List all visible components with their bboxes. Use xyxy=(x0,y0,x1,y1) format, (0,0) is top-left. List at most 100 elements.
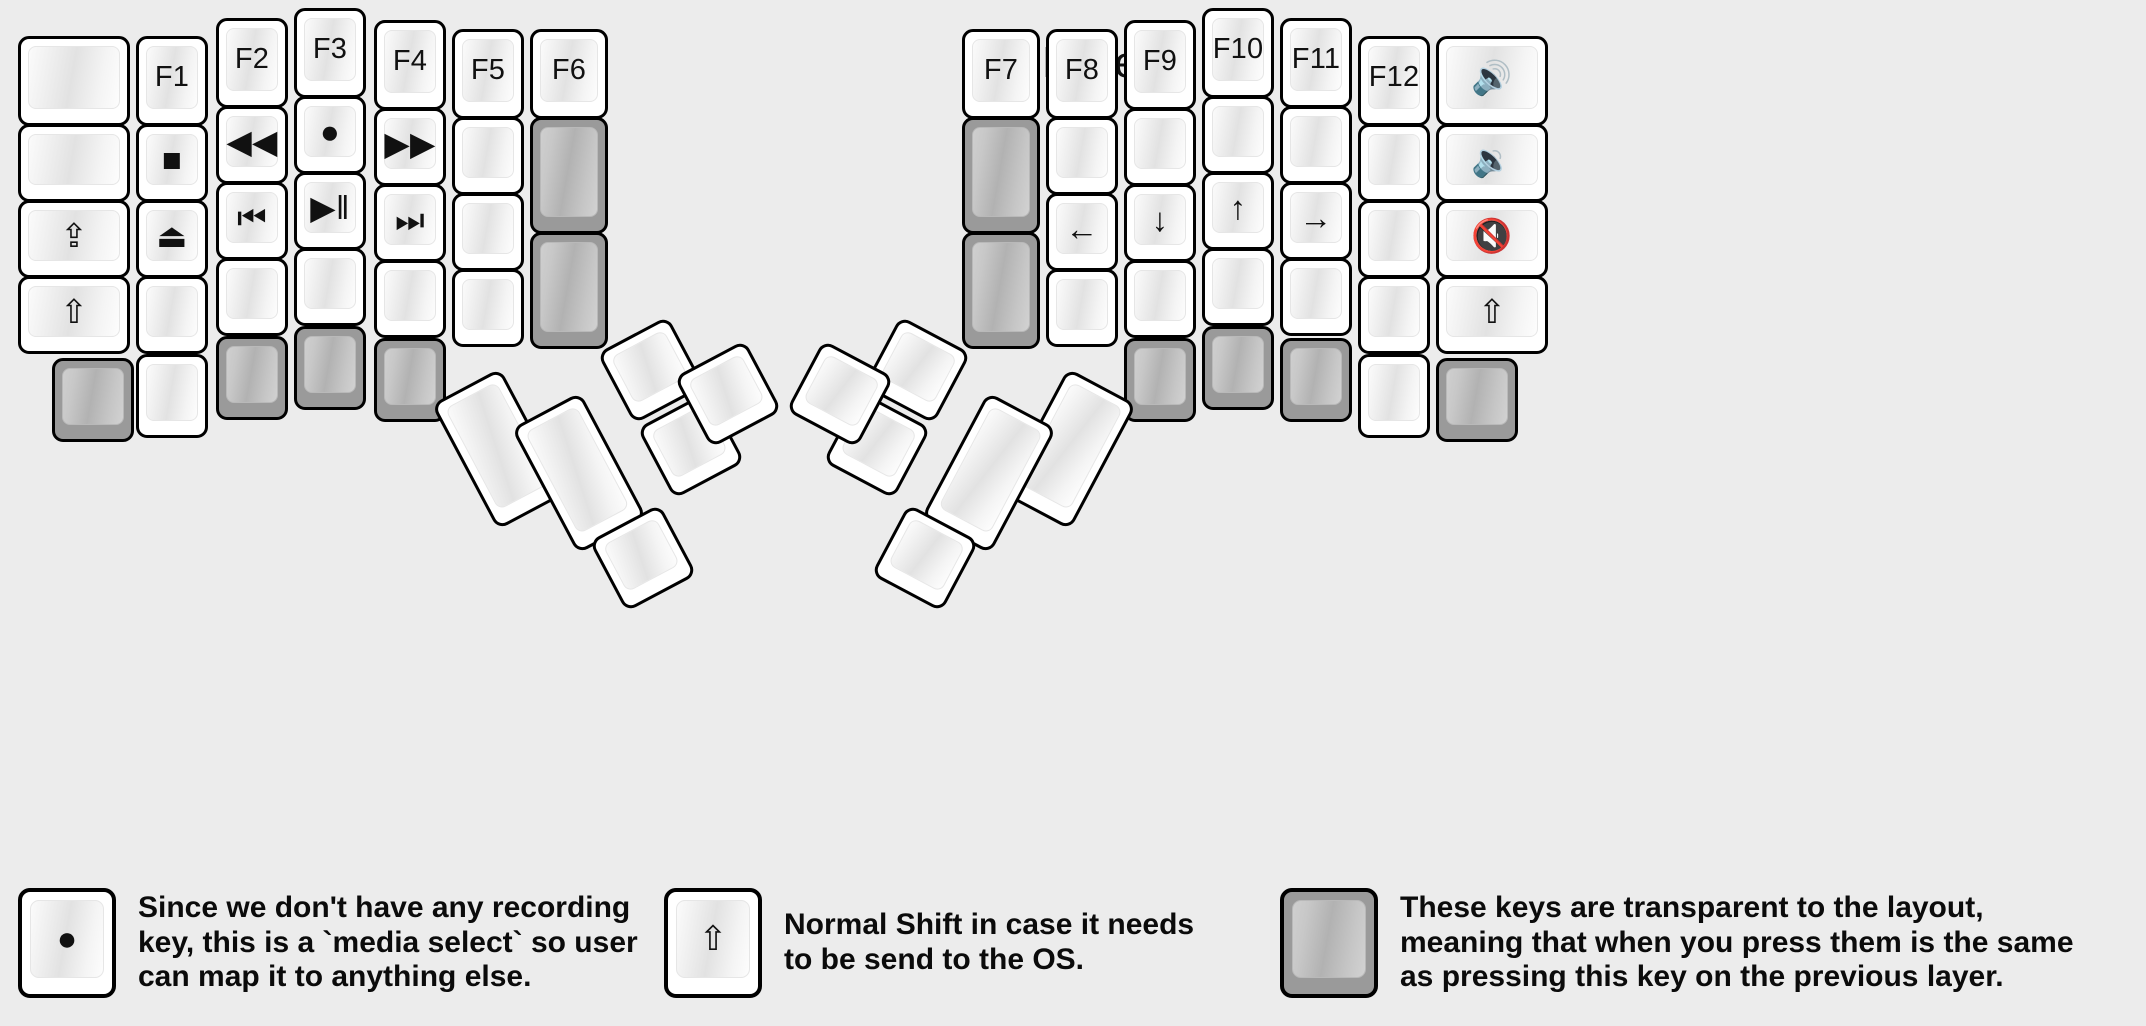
key-blank-l-r4-c1[interactable] xyxy=(136,354,208,438)
key-blank-r-r2-c5[interactable] xyxy=(1358,200,1430,278)
key-f5[interactable]: F5 xyxy=(452,29,524,119)
keycap-surface xyxy=(1290,116,1342,167)
key-volume-mute[interactable]: 🔇 xyxy=(1436,200,1548,278)
keycap-surface xyxy=(1134,270,1186,321)
key-blank-l-r3-c2[interactable] xyxy=(216,258,288,336)
key-blank-r-r1-c3[interactable] xyxy=(1202,96,1274,174)
keycap-surface xyxy=(226,268,278,319)
key-blank-r-r3-c3[interactable] xyxy=(1202,248,1274,326)
key-transparent-l-r2-c6[interactable] xyxy=(530,232,608,349)
key-media-playpause[interactable]: ▶‖ xyxy=(294,172,366,250)
keycap-surface xyxy=(1212,18,1264,81)
key-blank-r-r1-c2[interactable] xyxy=(1124,108,1196,186)
key-label: ↓ xyxy=(1151,201,1169,238)
key-blank-l-r2-c5[interactable] xyxy=(452,193,524,271)
legend-key-sample xyxy=(1280,888,1378,998)
keycap-label-slot: ↑ xyxy=(1205,175,1271,240)
key-f9[interactable]: F9 xyxy=(1124,20,1196,110)
key-shift[interactable]: ⇧ xyxy=(18,276,130,354)
keycap-surface xyxy=(1290,192,1342,243)
key-f12[interactable]: F12 xyxy=(1358,36,1430,126)
key-arrow-right[interactable]: → xyxy=(1280,182,1352,260)
keycap-label-slot: ◀◀ xyxy=(219,109,285,174)
key-transparent-r-r4-c4[interactable] xyxy=(1280,338,1352,422)
keycap-surface xyxy=(1446,286,1538,337)
keycap-label-slot: 🔊 xyxy=(1439,39,1545,116)
key-volume-up[interactable]: 🔊 xyxy=(1436,36,1548,126)
key-transparent-r-r4-c3[interactable] xyxy=(1202,326,1274,410)
key-blank-r-r4-c5[interactable] xyxy=(1358,354,1430,438)
key-media-stop[interactable]: ■ xyxy=(136,124,208,202)
keycap-label-slot xyxy=(455,120,521,185)
key-blank-r-r1-c1[interactable] xyxy=(1046,117,1118,195)
key-f2[interactable]: F2 xyxy=(216,18,288,108)
key-transparent-l-r4-c2[interactable] xyxy=(216,336,288,420)
keycap-surface xyxy=(540,242,598,332)
keycap-surface xyxy=(972,39,1030,102)
key-blank-r-r1-c4[interactable] xyxy=(1280,106,1352,184)
key-transparent-r-r2-c0[interactable] xyxy=(962,232,1040,349)
key-label: F11 xyxy=(1291,43,1341,75)
key-f11[interactable]: F11 xyxy=(1280,18,1352,108)
key-label: → xyxy=(1299,199,1333,236)
key-shift-right[interactable]: ⇧ xyxy=(1436,276,1548,354)
key-transparent-r-r4-c2[interactable] xyxy=(1124,338,1196,422)
key-f6[interactable]: F6 xyxy=(530,29,608,119)
key-label: ⇧ xyxy=(60,293,88,330)
key-transparent-r-r1-c0[interactable] xyxy=(962,117,1040,234)
key-blank-l-r3-c1[interactable] xyxy=(136,276,208,354)
keycap-label-slot: F10 xyxy=(1205,11,1271,88)
key-blank-l-r1-c5[interactable] xyxy=(452,117,524,195)
keycap-surface xyxy=(972,127,1030,217)
keycap-label-slot: ↓ xyxy=(1127,187,1193,252)
keycap-label-slot: ⏮ xyxy=(219,185,285,250)
key-transparent-l-r4-c3[interactable] xyxy=(294,326,366,410)
key-blank-r-r3-c2[interactable] xyxy=(1124,260,1196,338)
key-media-eject[interactable]: ⏏ xyxy=(136,200,208,278)
key-f1[interactable]: F1 xyxy=(136,36,208,126)
key-blank-l-r1-c0[interactable] xyxy=(18,124,130,202)
keycap-surface xyxy=(146,134,198,185)
key-media-forward[interactable]: ▶▶ xyxy=(374,108,446,186)
key-transparent-l-r4-c0[interactable] xyxy=(52,358,134,442)
key-transparent-l-r4-c4[interactable] xyxy=(374,338,446,422)
key-volume-down[interactable]: 🔉 xyxy=(1436,124,1548,202)
keycap-label-slot: F12 xyxy=(1361,39,1427,116)
keycap-surface xyxy=(146,364,198,421)
keycap-label-slot xyxy=(297,329,363,400)
key-f4[interactable]: F4 xyxy=(374,20,446,110)
key-blank-r-r3-c4[interactable] xyxy=(1280,258,1352,336)
keycap-surface xyxy=(1368,364,1420,421)
key-transparent-r-r4-c6[interactable] xyxy=(1436,358,1518,442)
key-f10[interactable]: F10 xyxy=(1202,8,1274,98)
legend-key-sample: ● xyxy=(18,888,116,998)
keycap-surface xyxy=(146,46,198,109)
key-f3[interactable]: F3 xyxy=(294,8,366,98)
key-label: ◀◀ xyxy=(226,123,278,160)
key-blank-l-r0-c0[interactable] xyxy=(18,36,130,126)
key-media-prev[interactable]: ⏮ xyxy=(216,182,288,260)
key-arrow-up[interactable]: ↑ xyxy=(1202,172,1274,250)
key-blank-l-r3-c4[interactable] xyxy=(374,260,446,338)
key-blank-l-r3-c3[interactable] xyxy=(294,248,366,326)
key-media-rewind[interactable]: ◀◀ xyxy=(216,106,288,184)
key-blank-r-r1-c5[interactable] xyxy=(1358,124,1430,202)
key-media-record[interactable]: ● xyxy=(294,96,366,174)
key-transparent-l-r1-c6[interactable] xyxy=(530,117,608,234)
key-f8[interactable]: F8 xyxy=(1046,29,1118,119)
legend-key-label: ● xyxy=(56,919,78,958)
legend-description: Normal Shift in case it needs to be send… xyxy=(784,908,1195,976)
key-arrow-left[interactable]: ← xyxy=(1046,193,1118,271)
key-arrow-down[interactable]: ↓ xyxy=(1124,184,1196,262)
key-f7[interactable]: F7 xyxy=(962,29,1040,119)
key-label: ← xyxy=(1065,210,1099,247)
keycap-label-slot xyxy=(1361,127,1427,192)
key-blank-r-r3-c5[interactable] xyxy=(1358,276,1430,354)
key-media-next[interactable]: ⏭ xyxy=(374,184,446,262)
key-blank-l-r3-c5[interactable] xyxy=(452,269,524,347)
keycap-label-slot: F8 xyxy=(1049,32,1115,109)
key-label: ⇧ xyxy=(1478,293,1506,330)
key-caps-lock[interactable]: ⇪ xyxy=(18,200,130,278)
keycap-label-slot xyxy=(1127,263,1193,328)
key-blank-r-r3-c1[interactable] xyxy=(1046,269,1118,347)
